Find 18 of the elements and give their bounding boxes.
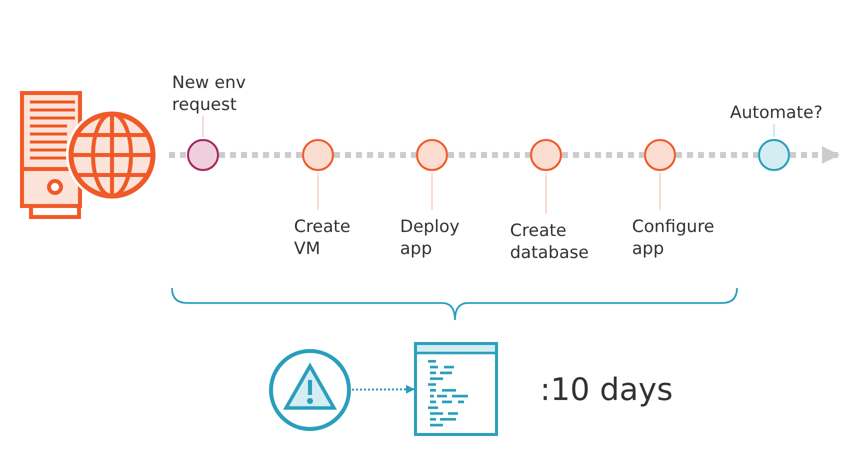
step-label: Deploy app [400,216,461,260]
server-globe-drawing [20,90,157,220]
step-label: Configure app [632,216,712,260]
warning-icon [268,348,352,432]
dotted-arrow [352,384,415,394]
dotted-connector [562,152,644,158]
duration-label: :10 days [540,372,673,408]
dotted-connector [334,152,416,158]
dotted-arrow [790,146,840,164]
code-window-icon [414,342,498,436]
step-label: Automate? [730,102,824,124]
dotted-connector [448,152,530,158]
dotted-connector [219,152,302,158]
step-label: Create database [510,220,590,264]
dotted-connector [676,152,758,158]
step-label: Create VM [294,216,352,260]
dotted-connector [169,152,187,158]
step-label: New env request [172,72,247,116]
